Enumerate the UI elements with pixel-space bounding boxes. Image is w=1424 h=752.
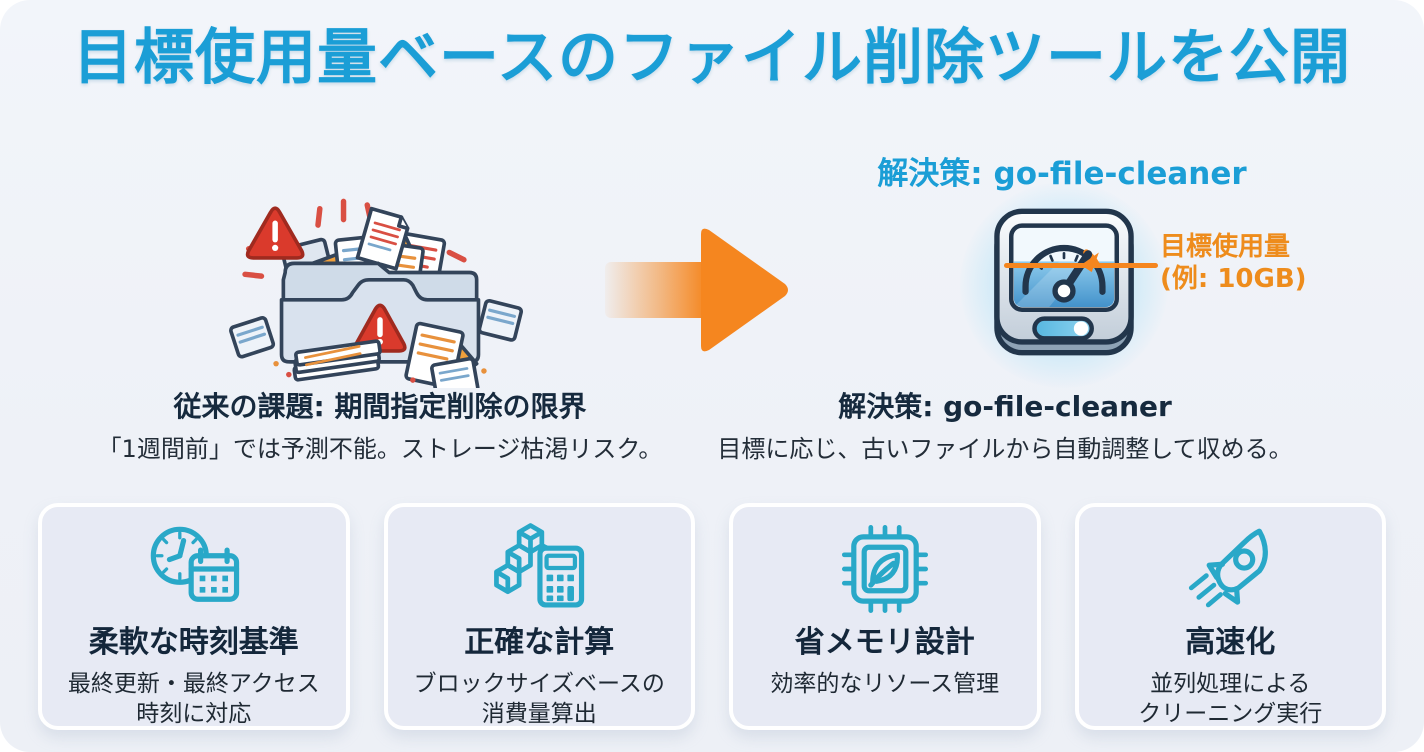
target-usage-label: 目標使用量 (例: 10GB) (1160, 232, 1330, 295)
target-usage-label-line1: 目標使用量 (1160, 232, 1291, 262)
solution-title: 解決策: go-file-cleaner (838, 390, 1172, 423)
feature-card-flexible-time: 柔軟な時刻基準 最終更新・最終アクセス 時刻に対応 (38, 503, 350, 730)
features-row: 柔軟な時刻基準 最終更新・最終アクセス 時刻に対応 (38, 503, 1386, 730)
feature-description: 効率的なリソース管理 (770, 671, 1000, 697)
gauge-group: 目標使用量 (例: 10GB) (960, 182, 1307, 388)
problem-caption: 従来の課題: 期間指定削除の限界 「1週間前」では予測不能。ストレージ枯渇リスク… (40, 390, 720, 465)
feature-description: 最終更新・最終アクセス 時刻に対応 (67, 671, 320, 728)
target-usage-label-line2: (例: 10GB) (1160, 263, 1307, 294)
feature-description: ブロックサイズベースの 消費量算出 (413, 671, 665, 728)
rocket-icon (1189, 528, 1269, 608)
disk-usage-gauge-icon (994, 208, 1134, 356)
transition-arrow-icon (605, 228, 788, 352)
problem-title: 従来の課題: 期間指定削除の限界 (173, 390, 587, 423)
overflowing-folder-illustration (229, 198, 524, 388)
feature-title: 高速化 (1185, 625, 1276, 660)
feature-card-accurate-calc: 正確な計算 ブロックサイズベースの 消費量算出 (383, 503, 695, 730)
clock-calendar-icon (150, 526, 239, 602)
cubes-calculator-icon (494, 523, 585, 608)
feature-title: 柔軟な時刻基準 (88, 625, 299, 660)
problem-description: 「1週間前」では予測不能。ストレージ枯渇リスク。 (97, 434, 663, 463)
solution-description: 目標に応じ、古いファイルから自動調整して収める。 (717, 434, 1293, 463)
feature-title: 正確な計算 (464, 625, 615, 660)
page-title: 目標使用量ベースのファイル削除ツールを公開 (73, 23, 1351, 93)
chip-leaf-icon (841, 525, 928, 613)
target-usage-line (1004, 263, 1158, 268)
feature-description: 並列処理による クリーニング実行 (1138, 671, 1323, 728)
solution-caption: 解決策: go-file-cleaner 目標に応じ、古いファイルから自動調整し… (700, 390, 1310, 465)
feature-card-low-memory: 省メモリ設計 効率的なリソース管理 (729, 503, 1041, 730)
feature-card-high-speed: 高速化 並列処理による クリーニング実行 (1074, 503, 1386, 730)
feature-title: 省メモリ設計 (794, 625, 975, 660)
